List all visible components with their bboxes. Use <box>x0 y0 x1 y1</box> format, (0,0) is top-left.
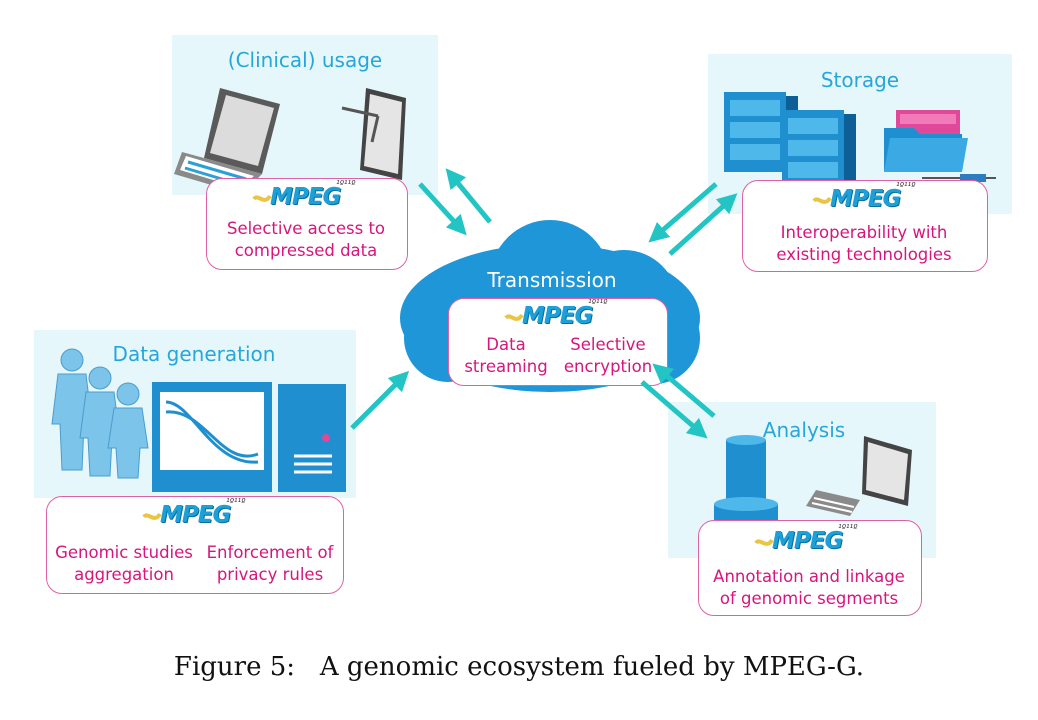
tablet-stylus-icon <box>341 88 406 180</box>
dna-monitor-icon <box>152 382 272 492</box>
computer-tower-icon <box>278 384 346 492</box>
storage-label-line-1: Interoperability with <box>780 223 948 242</box>
data-generation-mpeg-box <box>46 496 344 594</box>
storage-mpeg-box <box>742 180 988 272</box>
data-generation-title: Data generation <box>112 342 276 366</box>
arrow-clinical-to-transmission <box>418 182 467 236</box>
data-generation-left-line-2: aggregation <box>74 565 174 584</box>
storage-label-line-2: existing technologies <box>776 245 952 264</box>
clinical-mpeg-box <box>206 178 408 270</box>
arrow-transmission-to-storage <box>668 193 738 256</box>
analysis-title: Analysis <box>762 418 846 442</box>
clinical-label-line-1: Selective access to <box>226 219 386 238</box>
transmission-right-line-2: encryption <box>563 357 653 376</box>
data-generation-mpeg-logo: MPEG ¹º¹¹º <box>142 498 252 530</box>
transmission-mpeg-logo: MPEG ¹º¹¹º <box>504 299 614 331</box>
mpeg-g-mark-icon <box>504 313 524 321</box>
transmission-left-line-1: Data <box>486 335 526 354</box>
arrow-transmission-to-analysis <box>640 380 708 439</box>
caption-text: A genomic ecosystem fueled by MPEG-G. <box>319 652 865 682</box>
clinical-label-line-2: compressed data <box>234 241 378 260</box>
mpeg-g-mark-icon <box>754 538 774 546</box>
analysis-label-line-2: of genomic segments <box>719 589 899 608</box>
clinical-mpeg-logo: MPEG ¹º¹¹º <box>252 180 362 212</box>
mpeg-g-mark-icon <box>812 196 832 204</box>
data-generation-left-line-1: Genomic studies <box>55 543 193 562</box>
data-generation-right-line-2: privacy rules <box>216 565 324 584</box>
caption-label: Figure 5: <box>173 652 296 682</box>
transmission-right-line-1: Selective <box>570 335 646 354</box>
clinical-usage-title: (Clinical) usage <box>227 48 383 72</box>
analysis-mpeg-logo: MPEG ¹º¹¹º <box>754 524 864 556</box>
storage-mpeg-logo: MPEG ¹º¹¹º <box>812 182 922 214</box>
desktop-monitor-icon <box>806 436 912 516</box>
arrow-analysis-to-transmission <box>652 363 716 418</box>
mpeg-g-mark-icon <box>142 512 162 520</box>
people-icon <box>51 348 149 479</box>
data-generation-right-line-1: Enforcement of <box>206 543 334 562</box>
analysis-label-line-1: Annotation and linkage <box>713 567 905 586</box>
arrow-storage-to-transmission <box>648 182 718 243</box>
arrow-transmission-to-clinical <box>445 168 492 224</box>
transmission-left-line-2: streaming <box>464 357 548 376</box>
transmission-mpeg-box <box>448 298 668 386</box>
figure-caption: Figure 5: A genomic ecosystem fueled by … <box>0 652 1038 682</box>
transmission-title: Transmission <box>487 268 617 292</box>
mpeg-g-mark-icon <box>252 194 272 202</box>
storage-title: Storage <box>820 68 900 92</box>
server-rack-icon <box>724 92 856 186</box>
folder-icon <box>884 110 996 182</box>
analysis-mpeg-box <box>698 520 922 616</box>
arrow-generation-to-transmission <box>350 370 410 430</box>
